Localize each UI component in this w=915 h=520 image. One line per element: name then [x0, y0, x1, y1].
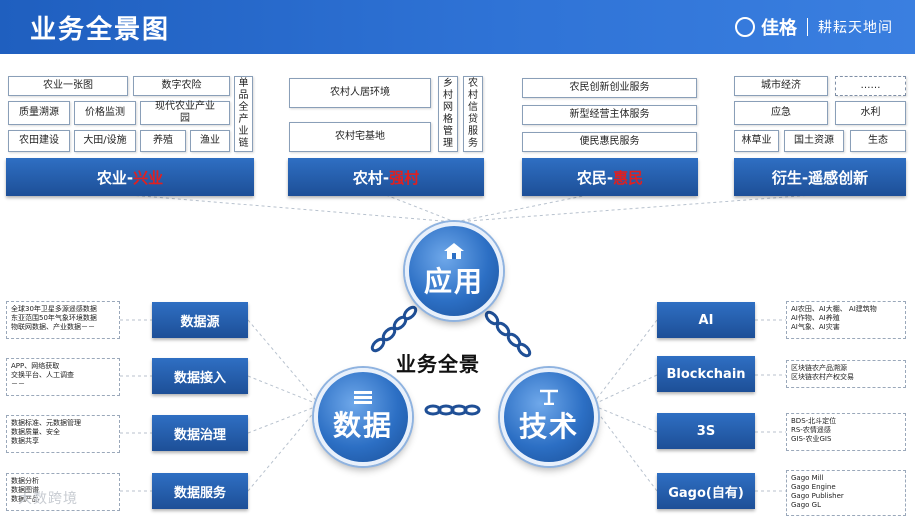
left-note-3: 数据分析 数据图谱 数据产品 — [6, 473, 120, 511]
farmer-item: 农民创新创业服务 — [522, 78, 697, 98]
note-line: 数据图谱 — [11, 486, 39, 494]
agri-item: 养殖 — [140, 130, 186, 152]
note-line: AI农田、AI大棚、 AI建筑物 — [791, 305, 877, 313]
note-line: 数据标准、元数据管理 — [11, 419, 81, 427]
agri-item: 大田/设施 — [74, 130, 136, 152]
data-label: 数据 — [332, 409, 393, 442]
note-line: Gago GL — [791, 501, 821, 509]
data-icon — [354, 391, 372, 404]
category-farmer: 农民-惠民 — [522, 158, 698, 196]
note-line: －－ — [11, 380, 25, 388]
derive-item: 林草业 — [734, 130, 779, 152]
category-emphasis: 兴业 — [133, 168, 164, 187]
derive-item: 水利 — [835, 101, 906, 125]
agri-item: 价格监测 — [74, 101, 136, 125]
note-line: 数据分析 — [11, 477, 39, 485]
left-note-2: 数据标准、元数据管理 数据质量、安全 数据共享 — [6, 415, 120, 453]
app-circle: 应用 — [405, 222, 503, 320]
derive-item: 应急 — [734, 101, 828, 125]
category-emphasis: 强村 — [389, 168, 420, 187]
left-button-1: 数据接入 — [152, 358, 248, 394]
header-bar: 业务全景图 佳格 耕耘天地间 — [0, 0, 915, 54]
left-note-0: 全球30年卫星多源遥感数据 东亚范围50年气象环境数据 物联网数据、产业数据－－ — [6, 301, 120, 339]
right-button-3: Gago(自有) — [657, 473, 755, 509]
note-line: 数据共享 — [11, 437, 39, 445]
village-side-item: 乡村网格管理 — [438, 76, 458, 152]
note-line: GIS-农业GIS — [791, 435, 832, 443]
note-line: AI气象、AI灾害 — [791, 323, 840, 331]
village-item: 农村宅基地 — [289, 122, 431, 152]
farmer-item: 便民惠民服务 — [522, 132, 697, 152]
right-note-3: Gago Mill Gago Engine Gago Publisher Gag… — [786, 470, 906, 516]
note-line: 数据产品 — [11, 495, 39, 503]
center-label: 业务全景 — [396, 352, 480, 376]
note-line: 交换平台、人工调查 — [11, 371, 74, 379]
category-prefix: 农民- — [576, 168, 614, 187]
agri-item: 农田建设 — [8, 130, 70, 152]
note-line: Gago Engine — [791, 483, 836, 491]
category-agriculture: 农业-兴业 — [6, 158, 254, 196]
village-item: 农村人居环境 — [289, 78, 431, 108]
brand-slogan: 耕耘天地间 — [818, 20, 893, 36]
right-button-0: AI — [657, 302, 755, 338]
category-village: 农村-强村 — [288, 158, 484, 196]
agri-item: 农业一张图 — [8, 76, 128, 96]
left-note-1: APP、网络获取 交换平台、人工调查 －－ — [6, 358, 120, 396]
left-button-2: 数据治理 — [152, 415, 248, 451]
note-line: Gago Mill — [791, 474, 824, 482]
category-prefix: 农业- — [96, 168, 134, 187]
note-line: APP、网络获取 — [11, 362, 60, 370]
note-line: AI作物、AI养殖 — [791, 314, 840, 322]
left-button-3: 数据服务 — [152, 473, 248, 509]
chain-icon — [370, 305, 532, 416]
category-emphasis: 惠民 — [613, 168, 644, 187]
agri-item: 质量溯源 — [8, 101, 70, 125]
farmer-item: 新型经营主体服务 — [522, 105, 697, 125]
right-note-0: AI农田、AI大棚、 AI建筑物 AI作物、AI养殖 AI气象、AI灾害 — [786, 301, 906, 339]
note-line: 物联网数据、产业数据－－ — [11, 323, 95, 331]
note-line: 区块链农村产权交易 — [791, 373, 854, 381]
brand-logo-icon — [735, 17, 755, 37]
category-prefix: 农村- — [352, 168, 390, 187]
agri-item: 现代农业产业园 — [140, 101, 230, 125]
note-line: Gago Publisher — [791, 492, 844, 500]
derive-item: …… — [835, 76, 906, 96]
agri-side-item: 单品全产业链 — [234, 76, 253, 152]
right-note-1: 区块链农产品溯源 区块链农村产权交易 — [786, 360, 906, 388]
note-line: 东亚范围50年气象环境数据 — [11, 314, 97, 322]
derive-item: 生态 — [850, 130, 906, 152]
category-derivative: 衍生-遥感创新 — [734, 158, 906, 196]
derive-item: 城市经济 — [734, 76, 828, 96]
village-side-item: 农村信贷服务 — [463, 76, 483, 152]
derive-item: 国土资源 — [784, 130, 844, 152]
brand-name: 佳格 — [761, 18, 797, 39]
note-line: 区块链农产品溯源 — [791, 364, 847, 372]
agri-item: 数字农险 — [133, 76, 230, 96]
right-button-1: Blockchain — [657, 356, 755, 392]
tech-circle: 技术 — [500, 368, 598, 466]
note-line: 全球30年卫星多源遥感数据 — [11, 305, 97, 313]
brand: 佳格 耕耘天地间 — [735, 14, 893, 40]
note-line: BDS-北斗定位 — [791, 417, 837, 425]
page-title: 业务全景图 — [30, 15, 171, 45]
left-button-0: 数据源 — [152, 302, 248, 338]
tech-label: 技术 — [518, 410, 579, 443]
data-circle: 数据 — [314, 368, 412, 466]
tool-icon — [540, 389, 558, 405]
brand-divider — [807, 18, 808, 36]
watermark: 大数跨境 — [18, 491, 78, 507]
note-line: 数据质量、安全 — [11, 428, 60, 436]
right-button-2: 3S — [657, 413, 755, 449]
right-note-2: BDS-北斗定位 RS-农情遥感 GIS-农业GIS — [786, 413, 906, 451]
note-line: RS-农情遥感 — [791, 426, 831, 434]
agri-item: 渔业 — [190, 130, 230, 152]
app-label: 应用 — [423, 265, 484, 298]
house-icon — [444, 243, 464, 259]
